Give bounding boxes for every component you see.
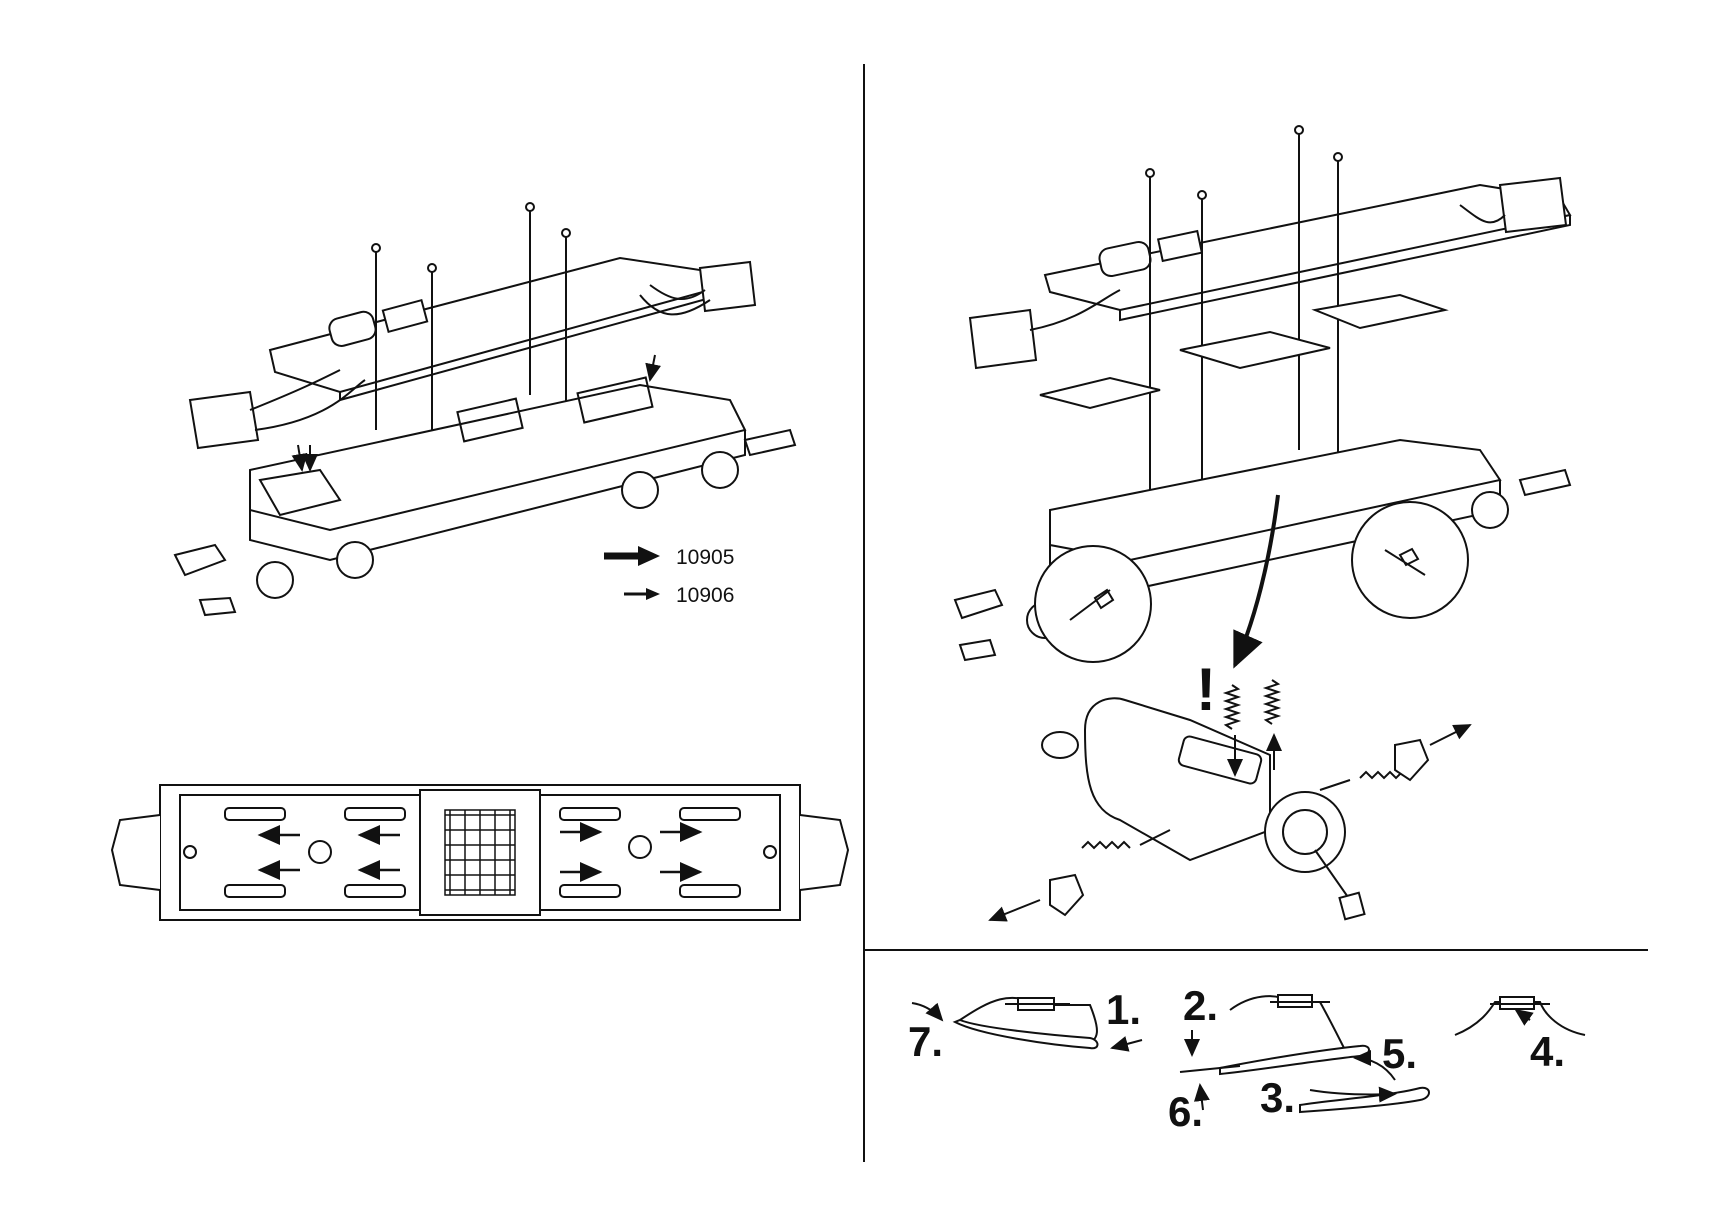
- wheel: [622, 472, 658, 508]
- motor-flywheel: [1265, 792, 1345, 872]
- bogie-pivot-screw: [629, 836, 651, 858]
- coupler-rear-left: [745, 430, 795, 455]
- pickup-shoe: [955, 1020, 1098, 1048]
- detail-magnifier-left: [1035, 546, 1151, 662]
- coupler-rear-underside: [800, 815, 848, 890]
- motor-assembly: [990, 680, 1470, 920]
- step-label-4: 4.: [1530, 1028, 1565, 1075]
- motor-housing: [1085, 698, 1270, 860]
- legend-item-10906: 10906: [624, 584, 734, 607]
- bogie-pivot-screw: [309, 841, 331, 863]
- step-label-1: 1.: [1106, 986, 1141, 1033]
- bogie-frame: [1040, 378, 1160, 408]
- bogie-frame: [1315, 295, 1445, 328]
- detail-magnifier-right: [1352, 502, 1468, 618]
- legend-label-10905: 10905: [676, 546, 734, 569]
- light-unit-rear-left: [700, 262, 755, 311]
- locomotive-underside-view: [112, 785, 848, 920]
- step-label-6: 6.: [1168, 1088, 1203, 1135]
- wheel: [702, 452, 738, 488]
- caution-exclamation-mark: !: [1196, 656, 1216, 723]
- step-label-7: 7.: [908, 1018, 943, 1065]
- thick-arrow-icon: [604, 546, 660, 566]
- light-unit-front-left: [190, 392, 258, 448]
- pickup-shoe-replacement-steps: [912, 995, 1585, 1112]
- locomotive-chassis-exploded-view-right: [955, 126, 1570, 665]
- screws-right: [1146, 126, 1342, 505]
- thin-arrow-icon: [624, 588, 660, 600]
- legend-item-10905: 10905: [604, 546, 734, 569]
- pickup-shoe: [1220, 1046, 1369, 1074]
- chassis-body: [250, 385, 745, 530]
- light-unit-rear-right: [1500, 178, 1566, 232]
- step-label-5: 5.: [1382, 1030, 1417, 1077]
- arrow-legend: 10905 10906: [604, 546, 734, 607]
- step-label-2: 2.: [1183, 982, 1218, 1029]
- coupler-front-left: [175, 545, 225, 575]
- coupler-front-underside: [112, 815, 160, 890]
- legend-label-10906: 10906: [676, 584, 734, 607]
- wheel: [337, 542, 373, 578]
- wheel: [257, 562, 293, 598]
- motor-plug: [1339, 893, 1364, 919]
- light-unit-front-right: [970, 310, 1036, 368]
- step-label-3: 3.: [1260, 1074, 1295, 1121]
